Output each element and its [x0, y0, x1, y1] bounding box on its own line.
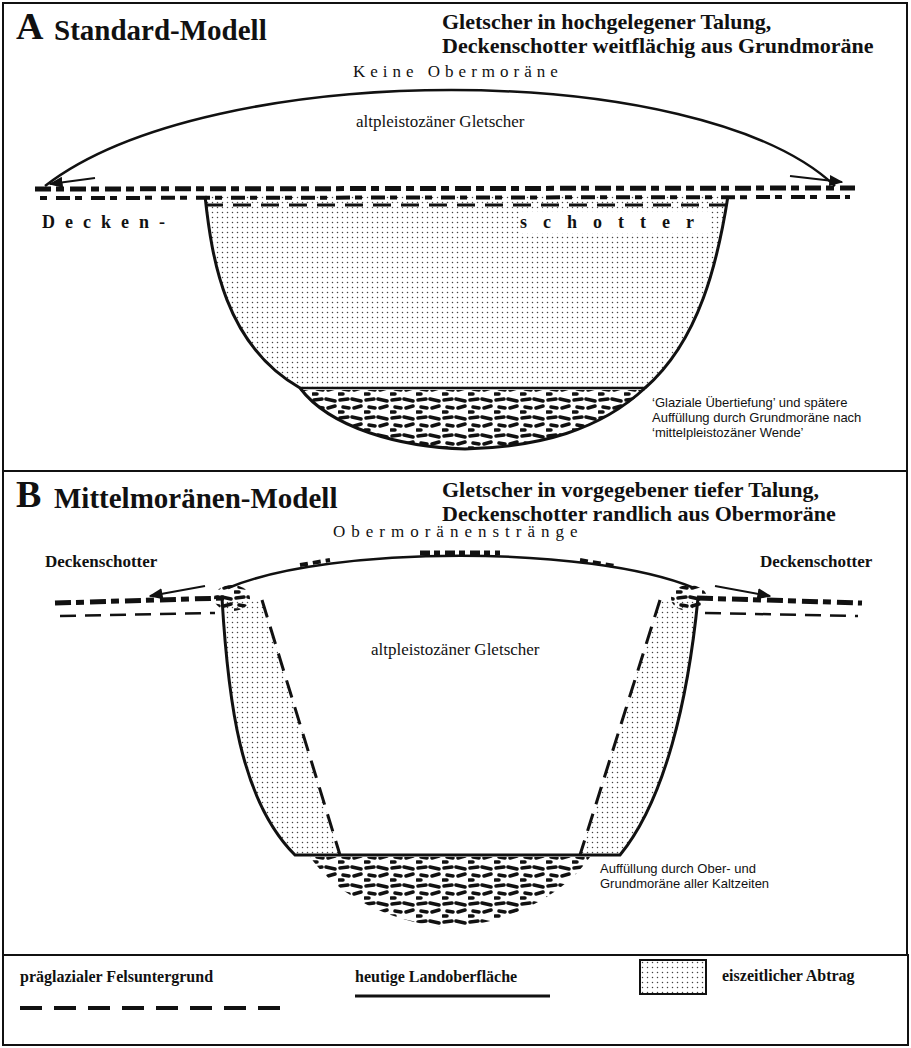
erosion-area	[580, 598, 698, 855]
flow-arrow	[50, 178, 95, 184]
panel-frame: B Mittelmoränen-Modell Gletscher in vorgeg…	[2, 470, 908, 956]
frame-line	[2, 955, 909, 1045]
preglacial-bedrock-line	[262, 600, 340, 855]
land-surface-line	[222, 598, 698, 855]
panel-title: Mittelmoränen-Modell	[54, 483, 337, 515]
medial-moraine-model-section	[55, 553, 862, 927]
preglacial-bedrock-line	[205, 204, 728, 207]
flow-arrow	[150, 586, 205, 596]
gravel-band	[40, 197, 850, 198]
glacier-label: altpleistozäner Gletscher	[356, 112, 525, 132]
land-surface-line	[205, 196, 728, 449]
legend-text: eiszeitlicher Abtrag	[722, 967, 855, 985]
glacier-label: altpleistozäner Gletscher	[371, 640, 540, 660]
fill-note: Auffüllung durch Ober- und Grundmoräne a…	[600, 862, 790, 892]
erosion-area	[222, 598, 340, 855]
panel-subtitle: Gletscher in hochgelegener Talung, Decke…	[442, 10, 897, 58]
moraine-fill	[310, 857, 590, 927]
panel-subtitle: Gletscher in vorgegebener tiefer Talung,…	[442, 478, 897, 526]
panel-letter: A	[16, 6, 43, 48]
preglacial-bedrock-line	[705, 613, 858, 616]
surface-note: Keine Obermoräne	[353, 62, 563, 82]
preglacial-bedrock-line	[580, 600, 660, 855]
glacier-outline	[228, 556, 694, 588]
moraine-fill	[300, 390, 645, 449]
panel-letter: B	[16, 474, 41, 516]
land-surface-line	[300, 387, 645, 390]
medial-moraine-strands	[300, 560, 615, 566]
surface-note: Obermoränenstränge	[333, 522, 584, 542]
gravel-label: Deckenschotter	[45, 552, 157, 572]
preglacial-bedrock-line	[60, 613, 215, 616]
gravel-label: schotter	[520, 212, 710, 233]
lateral-moraine	[214, 585, 250, 611]
fill-note: ‘Glaziale Übertiefung’ und spätere Auffü…	[652, 396, 900, 441]
flow-arrow	[790, 176, 842, 182]
flow-arrow	[715, 586, 770, 596]
legend-sample-dashed	[20, 1006, 290, 1010]
glacier-outline	[45, 90, 835, 186]
gravel-label: Deckenschotter	[760, 552, 872, 572]
legend-text: präglazialer Felsuntergrund	[20, 968, 213, 986]
gravel-label: Decken-	[42, 212, 175, 233]
panel-title: Standard-Modell	[54, 15, 267, 47]
legend-sample-dots	[640, 960, 706, 994]
gravel-band	[35, 188, 855, 189]
legend-text: heutige Landoberfläche	[355, 968, 517, 986]
lateral-moraine	[671, 585, 707, 611]
gravel-band	[697, 598, 862, 603]
gravel-band	[55, 598, 224, 603]
legend-area	[2, 955, 909, 1045]
erosion-area	[205, 196, 728, 388]
legend-sample-solid	[355, 995, 550, 998]
medial-moraine-strands	[420, 551, 500, 556]
